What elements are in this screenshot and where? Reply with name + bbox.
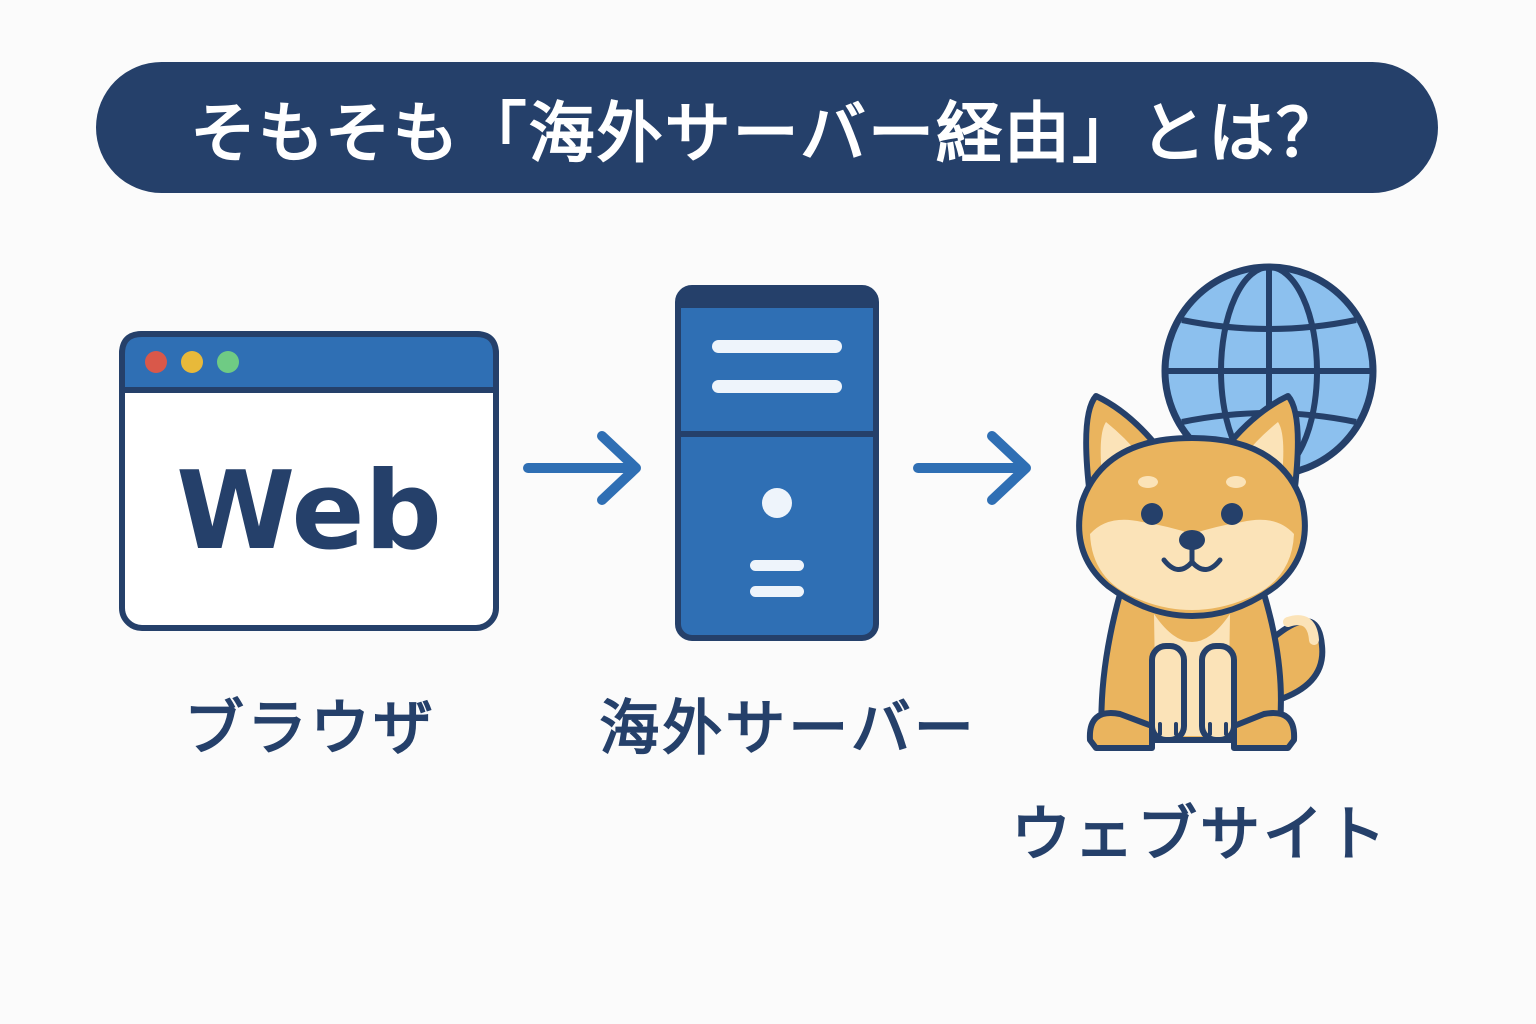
page-title: そもそも「海外サーバー経由」とは？ — [189, 94, 1345, 172]
title-banner: そもそも「海外サーバー経由」とは？ — [96, 62, 1438, 193]
browser-label: ブラウザ — [184, 694, 436, 764]
server-label: 海外サーバー — [599, 694, 977, 764]
arrow-right-icon — [913, 431, 1031, 505]
website-label: ウェブサイト — [1011, 800, 1389, 870]
maximize-dot — [217, 351, 239, 373]
arrow-right-icon — [523, 431, 641, 505]
browser-window-icon: Web — [119, 331, 499, 631]
minimize-dot — [181, 351, 203, 373]
server-icon — [675, 285, 879, 641]
close-dot — [145, 351, 167, 373]
browser-screen-text: Web — [176, 449, 442, 574]
shiba-dog-icon — [1076, 393, 1326, 751]
